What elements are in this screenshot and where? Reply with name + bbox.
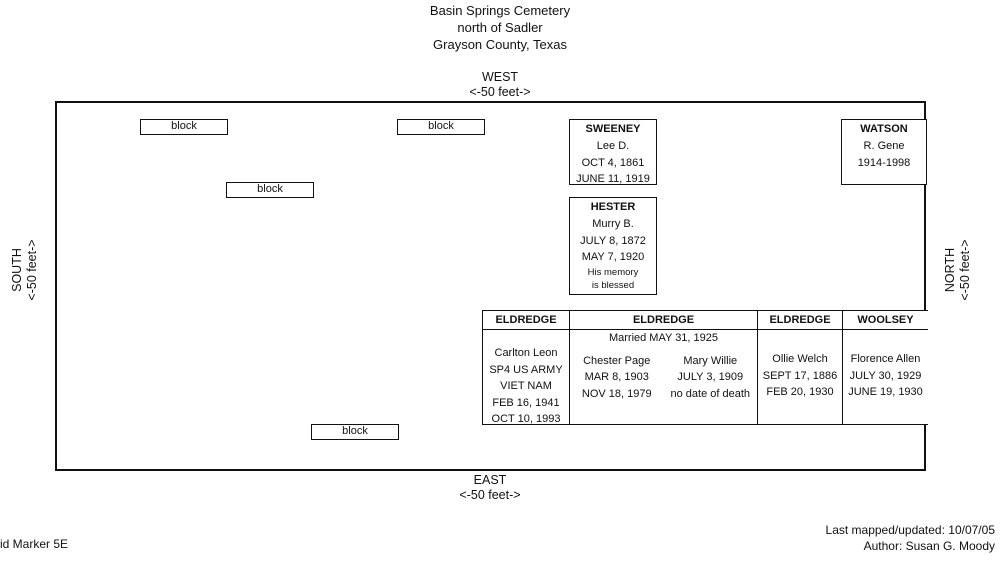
grave-given-name: Chester Page — [583, 354, 651, 367]
grave-dates: 1914-1998 — [857, 156, 911, 169]
south-scale: <-50 feet-> — [25, 239, 39, 301]
grave-surname: ELDREDGE — [769, 314, 831, 326]
north-scale: <-50 feet-> — [958, 239, 972, 301]
last-updated: Last mapped/updated: 10/07/05 — [825, 523, 995, 537]
grave-death-date: FEB 20, 1930 — [766, 386, 834, 398]
cemetery-map: block block block block SWEENEY Lee D. O… — [55, 101, 928, 471]
grave-surname: ELDREDGE — [632, 314, 695, 326]
block-marker-2: block — [397, 119, 485, 135]
grave-service: SP4 US ARMY — [489, 363, 563, 376]
grave-death-date: NOV 18, 1979 — [581, 387, 652, 400]
west-label-group: WEST <-50 feet-> — [440, 70, 560, 100]
grave-epitaph: His memory is blessed — [587, 266, 639, 291]
grave-birth-date: SEPT 17, 1886 — [762, 369, 838, 382]
grave-birth-date: FEB 16, 1941 — [492, 396, 560, 409]
grave-watson: WATSON R. Gene 1914-1998 — [841, 119, 927, 185]
author: Author: Susan G. Moody — [863, 539, 995, 553]
grave-birth-date: OCT 4, 1861 — [581, 156, 645, 169]
south-label: SOUTH — [10, 248, 24, 292]
grave-death-date: no date of death — [670, 387, 750, 400]
grave-birth-date: JULY 8, 1872 — [580, 234, 646, 247]
grave-birth-date: JULY 30, 1929 — [849, 369, 922, 382]
west-scale: <-50 feet-> — [469, 85, 531, 99]
grave-given-name: Murry B. — [592, 218, 634, 230]
cemetery-name: Basin Springs Cemetery — [429, 3, 571, 18]
grave-eldredge-carlton: ELDREDGE Carlton Leon SP4 US ARMY VIET N… — [482, 310, 570, 425]
east-scale: <-50 feet-> — [459, 488, 521, 502]
grave-right-person: Mary Willie JULY 3, 1909 no date of deat… — [664, 353, 758, 403]
grave-married-date: Married MAY 31, 1925 — [570, 329, 757, 347]
grave-left-person: Chester Page MAR 8, 1903 NOV 18, 1979 — [570, 353, 664, 403]
grave-surname: SWEENEY — [585, 123, 641, 135]
footer-credits: Last mapped/updated: 10/07/05 Author: Su… — [826, 522, 995, 554]
grave-given-name: Florence Allen — [850, 353, 921, 365]
grave-sweeney: SWEENEY Lee D. OCT 4, 1861 JUNE 11, 1919 — [569, 119, 657, 185]
west-label: WEST — [481, 70, 519, 84]
grave-surname: HESTER — [590, 201, 636, 213]
grave-death-date: MAY 7, 1920 — [581, 251, 645, 263]
south-label-group: SOUTH <-50 feet-> — [10, 210, 40, 330]
east-label-group: EAST <-50 feet-> — [430, 473, 550, 503]
grave-death-date: JUNE 19, 1930 — [848, 386, 923, 398]
grave-hester: HESTER Murry B. JULY 8, 1872 MAY 7, 1920… — [569, 197, 657, 295]
north-label: NORTH — [943, 247, 957, 293]
grave-birth-date: MAR 8, 1903 — [584, 371, 649, 383]
cemetery-county: Grayson County, Texas — [433, 37, 567, 52]
grave-surname: ELDREDGE — [495, 314, 557, 326]
grave-birth-date: JULY 3, 1909 — [677, 371, 744, 383]
east-label: EAST — [473, 473, 507, 487]
grave-surname: WATSON — [860, 123, 908, 135]
grave-given-name: Ollie Welch — [772, 353, 828, 365]
marker-id: id Marker 5E — [0, 537, 69, 551]
north-label-group: NORTH <-50 feet-> — [943, 210, 973, 330]
grave-service-war: VIET NAM — [500, 380, 552, 392]
grave-death-date: OCT 10, 1993 — [491, 413, 561, 425]
grave-given-name: Carlton Leon — [494, 347, 558, 359]
grave-given-name: Mary Willie — [683, 354, 738, 367]
block-marker-3: block — [226, 182, 314, 198]
block-marker-1: block — [140, 119, 228, 135]
grave-woolsey: WOOLSEY Florence Allen JULY 30, 1929 JUN… — [842, 310, 928, 425]
grave-eldredge-couple: ELDREDGE Married MAY 31, 1925 Chester Pa… — [569, 310, 758, 425]
grave-death-date: JUNE 11, 1919 — [576, 173, 650, 185]
block-marker-4: block — [311, 424, 399, 440]
cemetery-location: north of Sadler — [457, 20, 543, 35]
cemetery-header: Basin Springs Cemetery north of Sadler G… — [0, 2, 1000, 53]
grave-given-name: Lee D. — [596, 140, 630, 152]
grave-given-name: R. Gene — [863, 140, 905, 152]
grave-surname: WOOLSEY — [857, 314, 914, 326]
grave-eldredge-ollie: ELDREDGE Ollie Welch SEPT 17, 1886 FEB 2… — [757, 310, 843, 425]
